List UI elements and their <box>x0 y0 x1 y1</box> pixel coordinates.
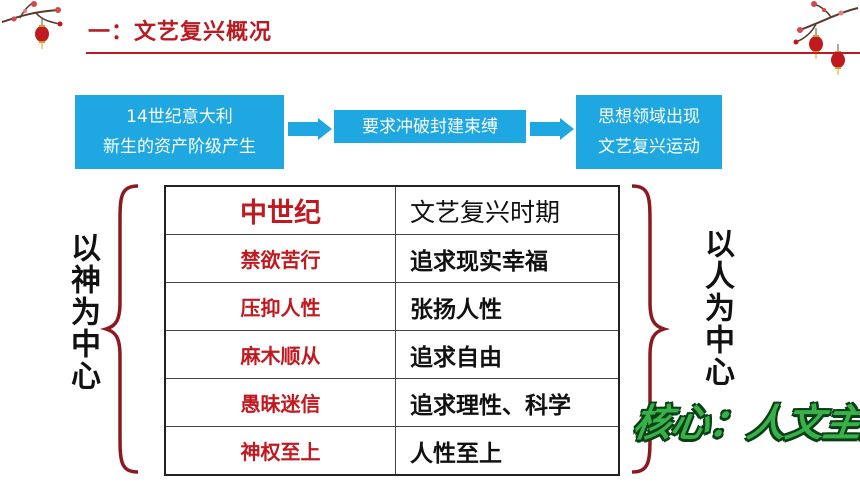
side-label-left: 以神为中心 <box>65 232 100 392</box>
core-label: 核心：人文主义 <box>630 401 860 445</box>
comparison-table: 中世纪 文艺复兴时期 禁欲苦行 追求现实幸福 压抑人性 张扬人性 麻木顺从 追求… <box>164 185 620 476</box>
table-header-renaissance: 文艺复兴时期 <box>395 185 620 235</box>
curly-brace-icon-left <box>99 184 139 474</box>
flow-box-demand: 要求冲破封建束缚 <box>334 110 526 143</box>
curly-brace-icon-right <box>631 184 671 474</box>
flow-box-origin-line1: 14世纪意大利 <box>126 107 233 127</box>
table-row: 麻木顺从 追求自由 <box>164 330 620 379</box>
table-cell-renaissance: 人性至上 <box>395 426 620 476</box>
flow-box-result: 思想领域出现 文艺复兴运动 <box>576 95 722 169</box>
flow-box-origin: 14世纪意大利 新生的资产阶级产生 <box>75 95 284 169</box>
header-divider <box>86 52 860 54</box>
table-cell-medieval: 愚昧迷信 <box>164 378 396 427</box>
plum-blossom-icon-right <box>793 1 859 45</box>
lantern-icon-right-1 <box>809 28 823 59</box>
table-header-row: 中世纪 文艺复兴时期 <box>164 185 620 235</box>
table-row: 神权至上 人性至上 <box>164 426 620 476</box>
page-title: 一：文艺复兴概况 <box>88 20 273 45</box>
side-label-right: 以人为中心 <box>699 228 734 388</box>
flow-box-origin-line2: 新生的资产阶级产生 <box>103 137 256 157</box>
flow-box-demand-line1: 要求冲破封建束缚 <box>362 116 498 137</box>
table-cell-renaissance: 追求自由 <box>395 330 620 379</box>
table-cell-medieval: 禁欲苦行 <box>164 234 396 283</box>
arrow-right-icon-1 <box>288 118 332 140</box>
table-cell-renaissance: 追求现实幸福 <box>395 234 620 283</box>
flow-box-result-line2: 文艺复兴运动 <box>598 137 700 157</box>
table-cell-medieval: 麻木顺从 <box>164 330 396 379</box>
table-cell-medieval: 神权至上 <box>164 426 396 476</box>
table-cell-renaissance: 追求理性、科学 <box>395 378 620 427</box>
lantern-icon-left <box>35 18 49 49</box>
plum-blossom-icon-left <box>1 1 63 27</box>
table-row: 禁欲苦行 追求现实幸福 <box>164 234 620 283</box>
flow-box-result-line1: 思想领域出现 <box>598 107 700 127</box>
lantern-icon-right-2 <box>831 44 845 75</box>
arrow-right-icon-2 <box>530 118 574 140</box>
table-row: 压抑人性 张扬人性 <box>164 282 620 331</box>
table-cell-renaissance: 张扬人性 <box>395 282 620 331</box>
table-header-medieval: 中世纪 <box>164 185 396 235</box>
table-cell-medieval: 压抑人性 <box>164 282 396 331</box>
table-row: 愚昧迷信 追求理性、科学 <box>164 378 620 427</box>
